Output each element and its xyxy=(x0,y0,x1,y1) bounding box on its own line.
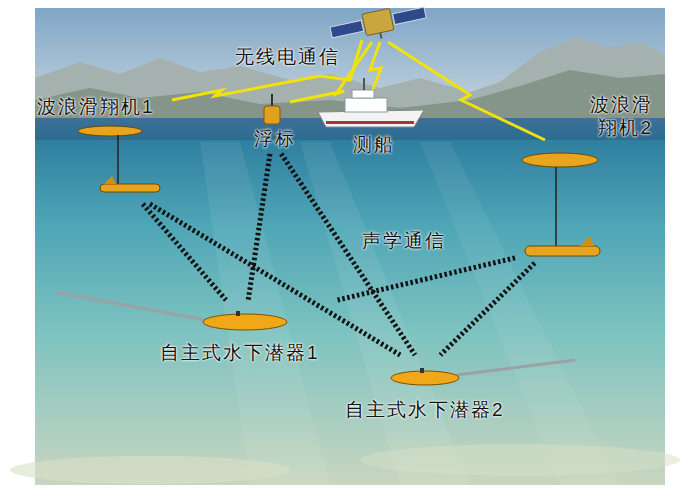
auv-sensor xyxy=(236,311,240,316)
sky xyxy=(35,8,665,128)
satellite-body xyxy=(362,8,394,35)
acoustic-link xyxy=(338,258,515,300)
device-node: 自主式水下潜器1 xyxy=(155,300,345,368)
glider-fin xyxy=(104,176,116,184)
auv xyxy=(55,292,287,330)
survey-ship xyxy=(318,78,424,127)
ship-deckhouse xyxy=(352,90,374,98)
ship-bridge xyxy=(345,98,387,112)
ship-mast xyxy=(363,78,365,90)
glider-tether xyxy=(117,135,119,184)
comm-label: 无线电通信 xyxy=(235,46,340,69)
seabed-sand xyxy=(360,444,680,476)
auv-body xyxy=(203,314,287,330)
acoustic-link xyxy=(150,204,400,355)
device-node: 自主式水下潜器2 xyxy=(340,355,530,425)
solar-panel xyxy=(393,7,427,24)
ship-stripe xyxy=(326,121,414,124)
auv xyxy=(391,360,575,385)
acoustic-link xyxy=(281,154,415,355)
glider-sub xyxy=(100,184,160,192)
device-node: 浮标 xyxy=(248,100,299,154)
satellite-antenna xyxy=(380,33,381,39)
glider-sub xyxy=(525,246,600,256)
acoustic-link xyxy=(440,263,534,355)
device-node: 波浪滑翔机1 xyxy=(35,92,190,204)
glider-fin xyxy=(580,236,594,246)
radio-link xyxy=(172,40,362,100)
underwater xyxy=(35,140,665,485)
buoy-mast xyxy=(271,94,273,106)
light-ray xyxy=(200,142,330,485)
glider-float xyxy=(78,126,142,136)
auv-body xyxy=(391,371,459,385)
device-label: 自主式水下潜器2 xyxy=(345,399,505,422)
radio-link xyxy=(370,42,381,92)
device-node: 波浪滑翔机2 xyxy=(515,88,653,263)
device-label: 测船 xyxy=(353,134,395,157)
glider-tether xyxy=(555,167,557,246)
wave-glider xyxy=(522,153,600,256)
auv-sensor xyxy=(420,368,424,373)
acoustic-link xyxy=(248,154,270,300)
comm-label: 声学通信 xyxy=(362,230,446,253)
auv-antenna xyxy=(456,360,575,375)
device-node: 测船 xyxy=(318,92,425,160)
device-label: 波浪滑翔机1 xyxy=(37,96,155,119)
device-label: 波浪滑翔机2 xyxy=(587,94,653,140)
far-mountains xyxy=(35,38,665,124)
buoy-body xyxy=(264,106,280,124)
sea-surface xyxy=(35,118,665,142)
glider-float xyxy=(522,153,598,167)
solar-panel xyxy=(330,20,364,37)
wave-glider xyxy=(78,126,160,192)
auv-antenna xyxy=(55,292,205,320)
device-label: 浮标 xyxy=(254,128,296,151)
satellite xyxy=(329,1,429,48)
buoy xyxy=(264,94,280,124)
seabed-sand xyxy=(10,456,290,484)
device-label: 自主式水下潜器1 xyxy=(160,342,320,365)
ship-hull xyxy=(318,110,424,127)
light-ray xyxy=(420,142,620,485)
acoustic-link xyxy=(143,204,226,300)
